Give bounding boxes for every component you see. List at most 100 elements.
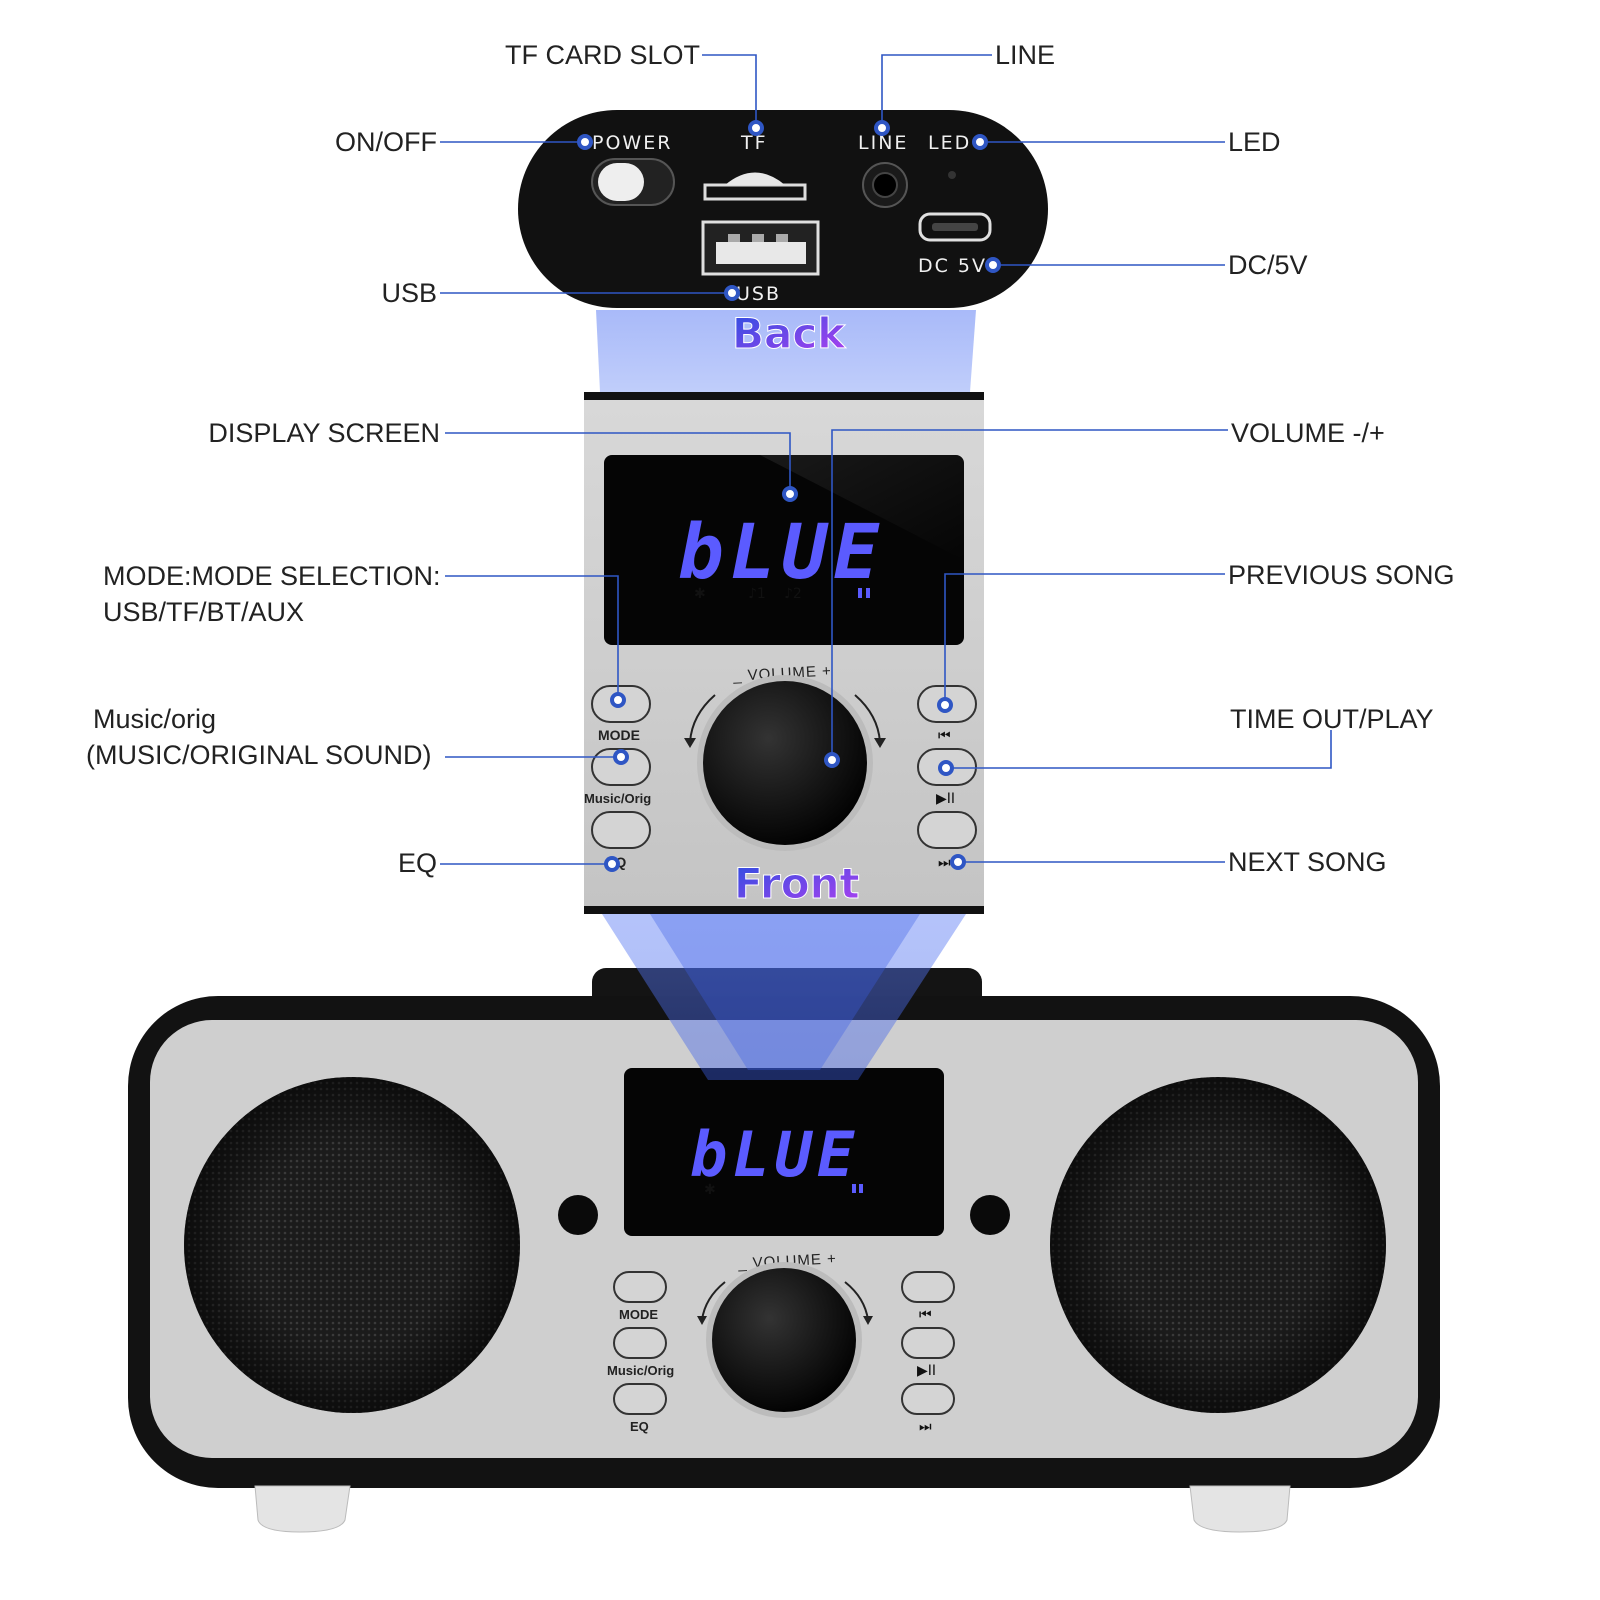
callout-next-song: NEXT SONG — [1228, 847, 1387, 877]
front-display-screen: bLUE ✱ ♪1 ♪2 — [604, 455, 964, 645]
speaker-play-button[interactable] — [901, 1327, 955, 1359]
speaker-next-icon: ⏭ — [919, 1419, 932, 1435]
usb-label: USB — [736, 283, 781, 305]
speaker-port-right — [970, 1195, 1010, 1235]
line-label: LINE — [858, 132, 908, 154]
callout-line: LINE — [995, 40, 1055, 70]
front-mode-label: MODE — [598, 727, 640, 743]
dot-display — [782, 486, 798, 502]
power-label: POWER — [592, 132, 672, 154]
speaker-port-left — [558, 1195, 598, 1235]
tf-label: TF — [740, 132, 768, 154]
callout-lines — [440, 54, 1332, 865]
back-title: Back — [732, 309, 846, 358]
dot-tf — [748, 120, 764, 136]
callout-dots — [577, 120, 1001, 872]
speaker-eq-button[interactable] — [613, 1383, 667, 1415]
front-eq-button[interactable] — [591, 811, 651, 849]
front-next-button[interactable] — [917, 811, 977, 849]
dc-label: DC 5V — [918, 255, 987, 277]
speaker-music-label: Music/Orig — [607, 1363, 674, 1378]
front-panel: bLUE ✱ ♪1 ♪2 _ VOLUME + MODE Music/Orig … — [584, 392, 984, 914]
callout-led: LED — [1228, 127, 1281, 157]
dot-led — [972, 134, 988, 150]
callout-line-play — [946, 730, 1332, 769]
speaker-bluetooth-icon: ✱ — [704, 1182, 716, 1198]
front-bluetooth-icon: ✱ — [694, 586, 706, 602]
speaker-lcd-text: bLUE — [690, 1118, 859, 1191]
speaker-display-screen: bLUE ✱ — [624, 1068, 944, 1236]
callout-eq: EQ — [398, 848, 437, 878]
front-lcd-text: bLUE — [678, 507, 885, 596]
dot-music — [613, 749, 629, 765]
front-next-icon: ⏭ — [938, 855, 951, 871]
back-beam — [596, 310, 976, 392]
front-pause-indicator — [858, 588, 862, 598]
speaker-prev-button[interactable] — [901, 1271, 955, 1303]
callout-line-volume — [831, 429, 1228, 758]
dot-prev — [937, 697, 953, 713]
callout-line-mode — [445, 575, 619, 700]
callout-line-line — [881, 54, 992, 128]
usb-port[interactable] — [701, 220, 820, 276]
front-music-label: Music/Orig — [584, 791, 651, 806]
dot-onoff — [577, 134, 593, 150]
speaker-music-button[interactable] — [613, 1327, 667, 1359]
led-indicator — [948, 171, 956, 179]
speaker-play-icon: ▶II — [917, 1363, 936, 1379]
speaker-next-button[interactable] — [901, 1383, 955, 1415]
callout-music-line2: (MUSIC/ORIGINAL SOUND) — [86, 740, 432, 770]
speaker-driver-right — [1050, 1077, 1386, 1413]
callout-line-prev — [944, 573, 1225, 705]
back-panel: POWER TF LINE LED DC 5V USB — [518, 110, 1048, 392]
callout-tf-card-slot: TF CARD SLOT — [505, 40, 700, 70]
speaker-prev-icon: ⏮ — [919, 1307, 932, 1323]
dc-port[interactable] — [918, 212, 992, 242]
dot-usb — [724, 285, 740, 301]
callout-volume: VOLUME -/+ — [1231, 418, 1385, 448]
tf-card-slot[interactable] — [703, 172, 807, 201]
dot-play — [938, 760, 954, 776]
front-prev-icon: ⏮ — [938, 728, 951, 744]
callout-labels: TF CARD SLOT LINE ON/OFF LED USB DC/5V D… — [86, 40, 1455, 878]
front-panel-bottombar — [584, 906, 984, 914]
dot-mode — [610, 692, 626, 708]
speaker-foot-left — [254, 1485, 351, 1533]
speaker-eq-label: EQ — [630, 1419, 649, 1434]
speaker-foot-right — [1189, 1485, 1291, 1533]
front-volume-arrow-right — [854, 694, 881, 743]
callout-music-line1: Music/orig — [93, 704, 216, 734]
callout-dc-5v: DC/5V — [1228, 250, 1308, 280]
led-label: LED — [928, 132, 971, 154]
callout-previous-song: PREVIOUS SONG — [1228, 560, 1455, 590]
projection-beam — [602, 914, 966, 1080]
callout-on-off: ON/OFF — [335, 127, 437, 157]
line-jack[interactable] — [862, 162, 908, 208]
speaker-mode-button[interactable] — [613, 1271, 667, 1303]
speaker-pause-indicator — [852, 1184, 856, 1193]
callout-usb: USB — [381, 278, 437, 308]
speaker-driver-left — [184, 1077, 520, 1413]
callout-display-screen: DISPLAY SCREEN — [208, 418, 440, 448]
speaker-volume-knob[interactable] — [706, 1262, 862, 1418]
dot-dc — [985, 257, 1001, 273]
speaker-mode-label: MODE — [619, 1307, 658, 1322]
front-mic1-icon: ♪1 — [748, 586, 766, 602]
dot-line — [874, 120, 890, 136]
dot-next — [950, 854, 966, 870]
callout-line-tf — [702, 54, 757, 128]
power-switch[interactable] — [591, 158, 675, 206]
speaker: bLUE ✱ _ VOLUME + MODE Music/Orig EQ ⏮ ▶… — [128, 968, 1440, 1533]
callout-mode-line2: USB/TF/BT/AUX — [103, 597, 304, 627]
front-title: Front — [734, 859, 860, 908]
callout-time-out-play: TIME OUT/PLAY — [1230, 704, 1434, 734]
front-volume-knob[interactable] — [697, 675, 873, 851]
front-volume-arrow-left — [689, 694, 716, 743]
callout-mode-line1: MODE:MODE SELECTION: — [103, 561, 441, 591]
dot-eq — [604, 856, 620, 872]
front-panel-topbar — [584, 392, 984, 402]
callout-line-display — [445, 432, 791, 494]
front-mic2-icon: ♪2 — [784, 586, 802, 602]
dot-volume — [824, 752, 840, 768]
